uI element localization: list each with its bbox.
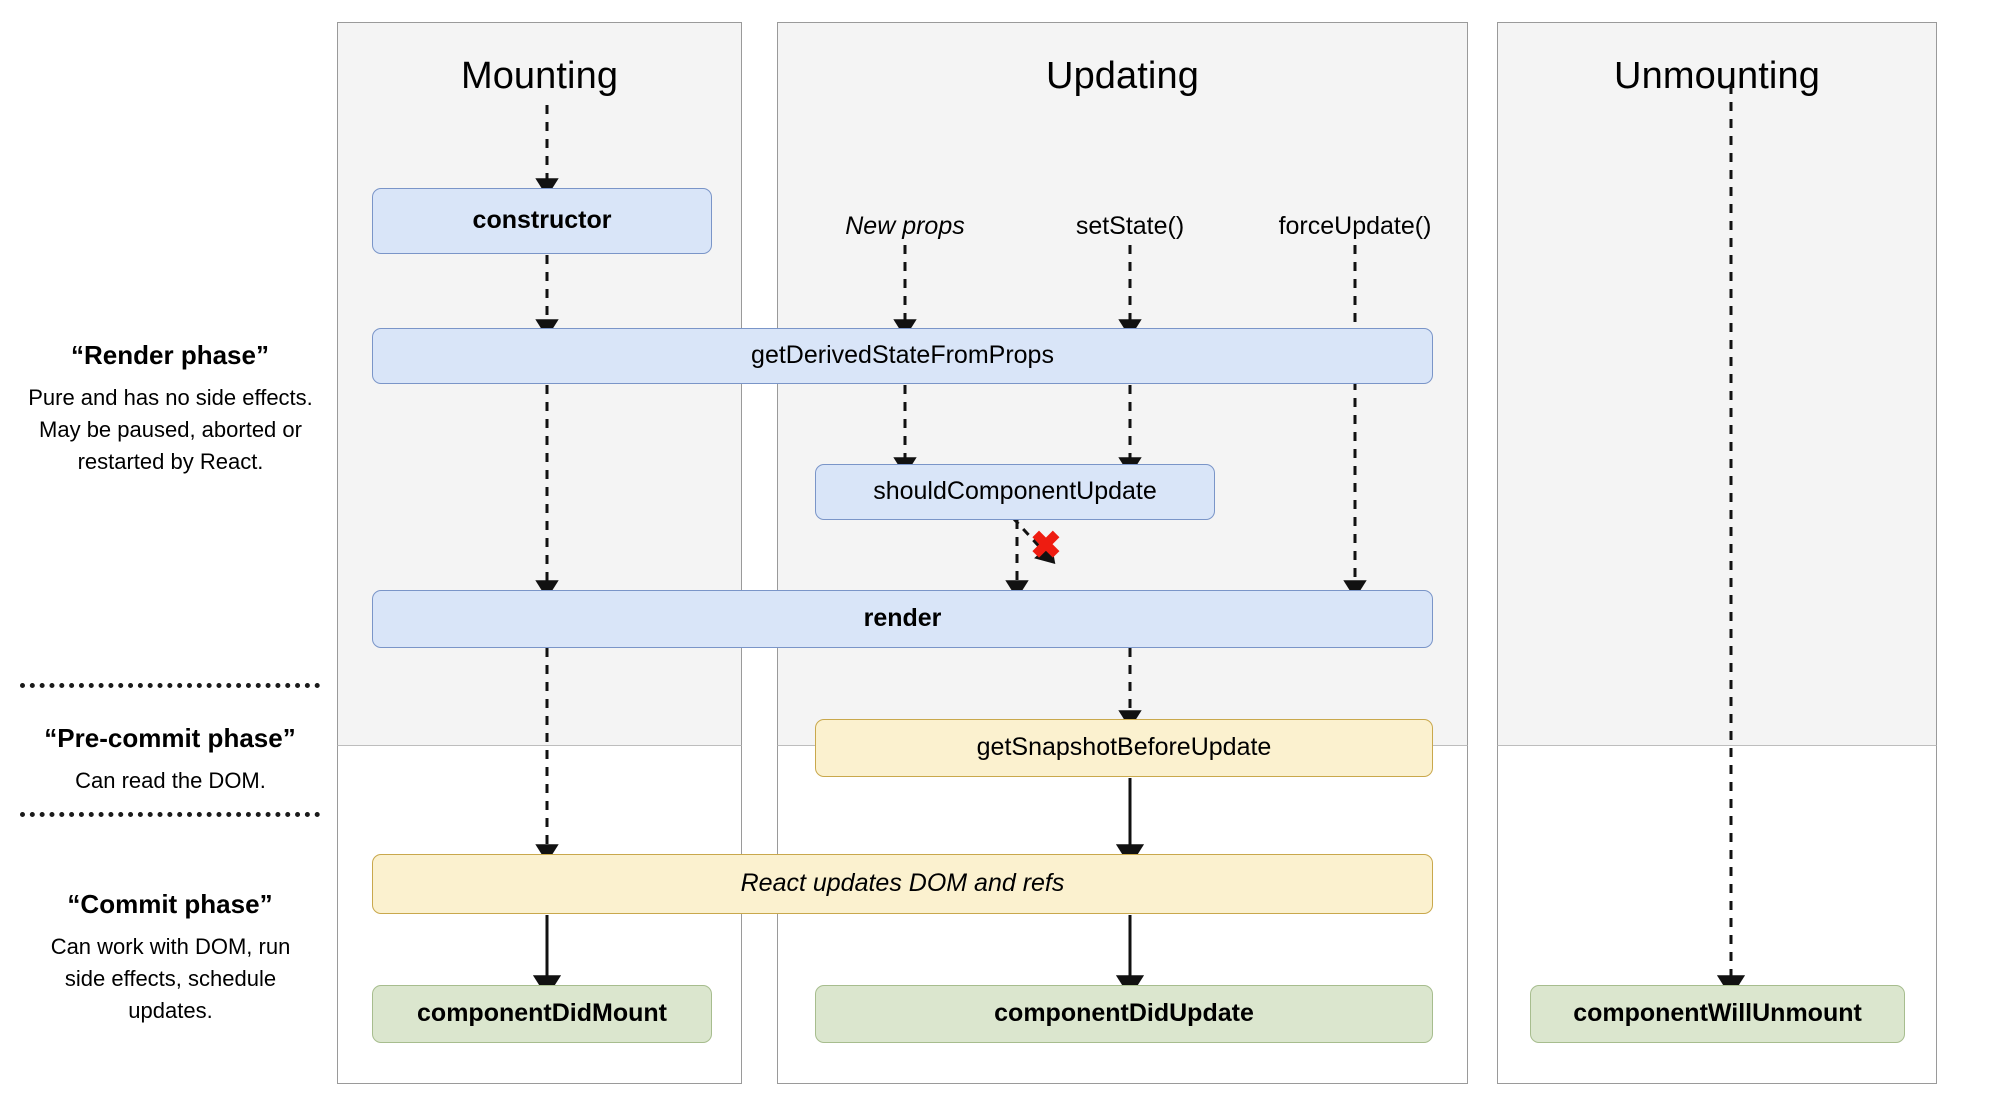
panel-unmounting-render-zone	[1497, 22, 1937, 746]
legend-divider-top	[20, 683, 320, 688]
legend-body-commit-phase: Can work with DOM, run side effects, sch…	[50, 934, 291, 1023]
column-title-mounting: Mounting	[460, 55, 619, 97]
box-get-snapshot-before-update[interactable]: getSnapshotBeforeUpdate	[815, 719, 1433, 777]
abort-x-icon: ✖	[1030, 525, 1062, 567]
legend-divider-bottom	[20, 812, 320, 817]
legend-title-pre-commit-phase: “Pre-commit phase”	[44, 723, 296, 753]
trigger-set-state: setState()	[1075, 212, 1185, 240]
box-render[interactable]: render	[372, 590, 1433, 648]
column-title-unmounting: Unmounting	[1614, 55, 1820, 97]
box-component-will-unmount[interactable]: componentWillUnmount	[1530, 985, 1905, 1043]
box-get-derived-state-from-props[interactable]: getDerivedStateFromProps	[372, 328, 1433, 384]
box-react-updates-dom-and-refs[interactable]: React updates DOM and refs	[372, 854, 1433, 914]
trigger-new-props: New props	[845, 212, 965, 240]
box-component-did-mount[interactable]: componentDidMount	[372, 985, 712, 1043]
legend-body-render-phase: Pure and has no side effects. May be pau…	[28, 385, 313, 474]
legend-body-pre-commit-phase: Can read the DOM.	[75, 768, 266, 793]
legend-title-render-phase: “Render phase”	[71, 340, 269, 370]
trigger-force-update: forceUpdate()	[1278, 212, 1432, 240]
box-component-did-update[interactable]: componentDidUpdate	[815, 985, 1433, 1043]
box-should-component-update[interactable]: shouldComponentUpdate	[815, 464, 1215, 520]
legend-title-commit-phase: “Commit phase”	[67, 889, 273, 919]
column-title-updating: Updating	[1046, 55, 1199, 97]
box-constructor[interactable]: constructor	[372, 188, 712, 254]
